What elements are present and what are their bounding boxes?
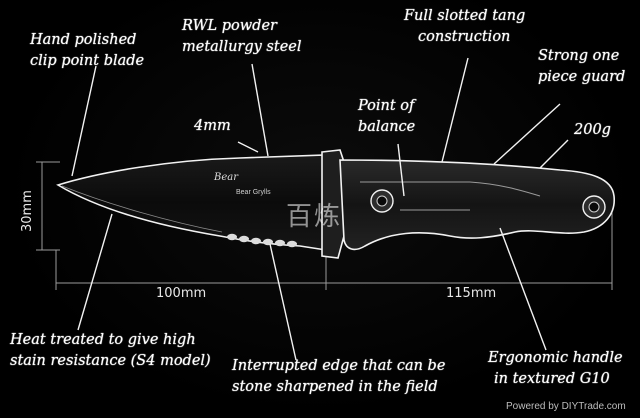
label-ergonomic: Ergonomic handle in textured G10 <box>488 350 623 387</box>
label-interrupted-edge: Interrupted edge that can be stone sharp… <box>232 358 446 395</box>
label-weight: 200g <box>574 122 611 138</box>
serrated-edge <box>227 233 297 248</box>
label-strong-guard: Strong one piece guard <box>538 48 626 85</box>
label-rwl-steel: RWL powder metallurgy steel <box>182 18 302 55</box>
watermark: 百炼 <box>286 202 343 232</box>
label-full-tang: Full slotted tang construction <box>404 8 526 45</box>
dim-blade-height: 30mm <box>20 190 35 232</box>
label-heat-treated: Heat treated to give high stain resistan… <box>10 332 211 369</box>
blade-logo: Bear Grylls <box>236 189 271 196</box>
label-point-balance: Point of balance <box>358 98 416 135</box>
powered-by-footer: Powered by DIYTrade.com <box>506 401 626 412</box>
label-thickness: 4mm <box>194 118 231 134</box>
tang-slot <box>360 181 541 211</box>
rivet-rear <box>582 195 606 219</box>
dim-handle-length: 115mm <box>446 286 497 301</box>
pointer-lines <box>71 57 569 361</box>
dim-blade-length: 100mm <box>156 286 207 301</box>
blade-signature: Bear <box>214 172 239 183</box>
label-hand-polished: Hand polished clip point blade <box>30 32 145 69</box>
rivet-front <box>370 189 394 213</box>
